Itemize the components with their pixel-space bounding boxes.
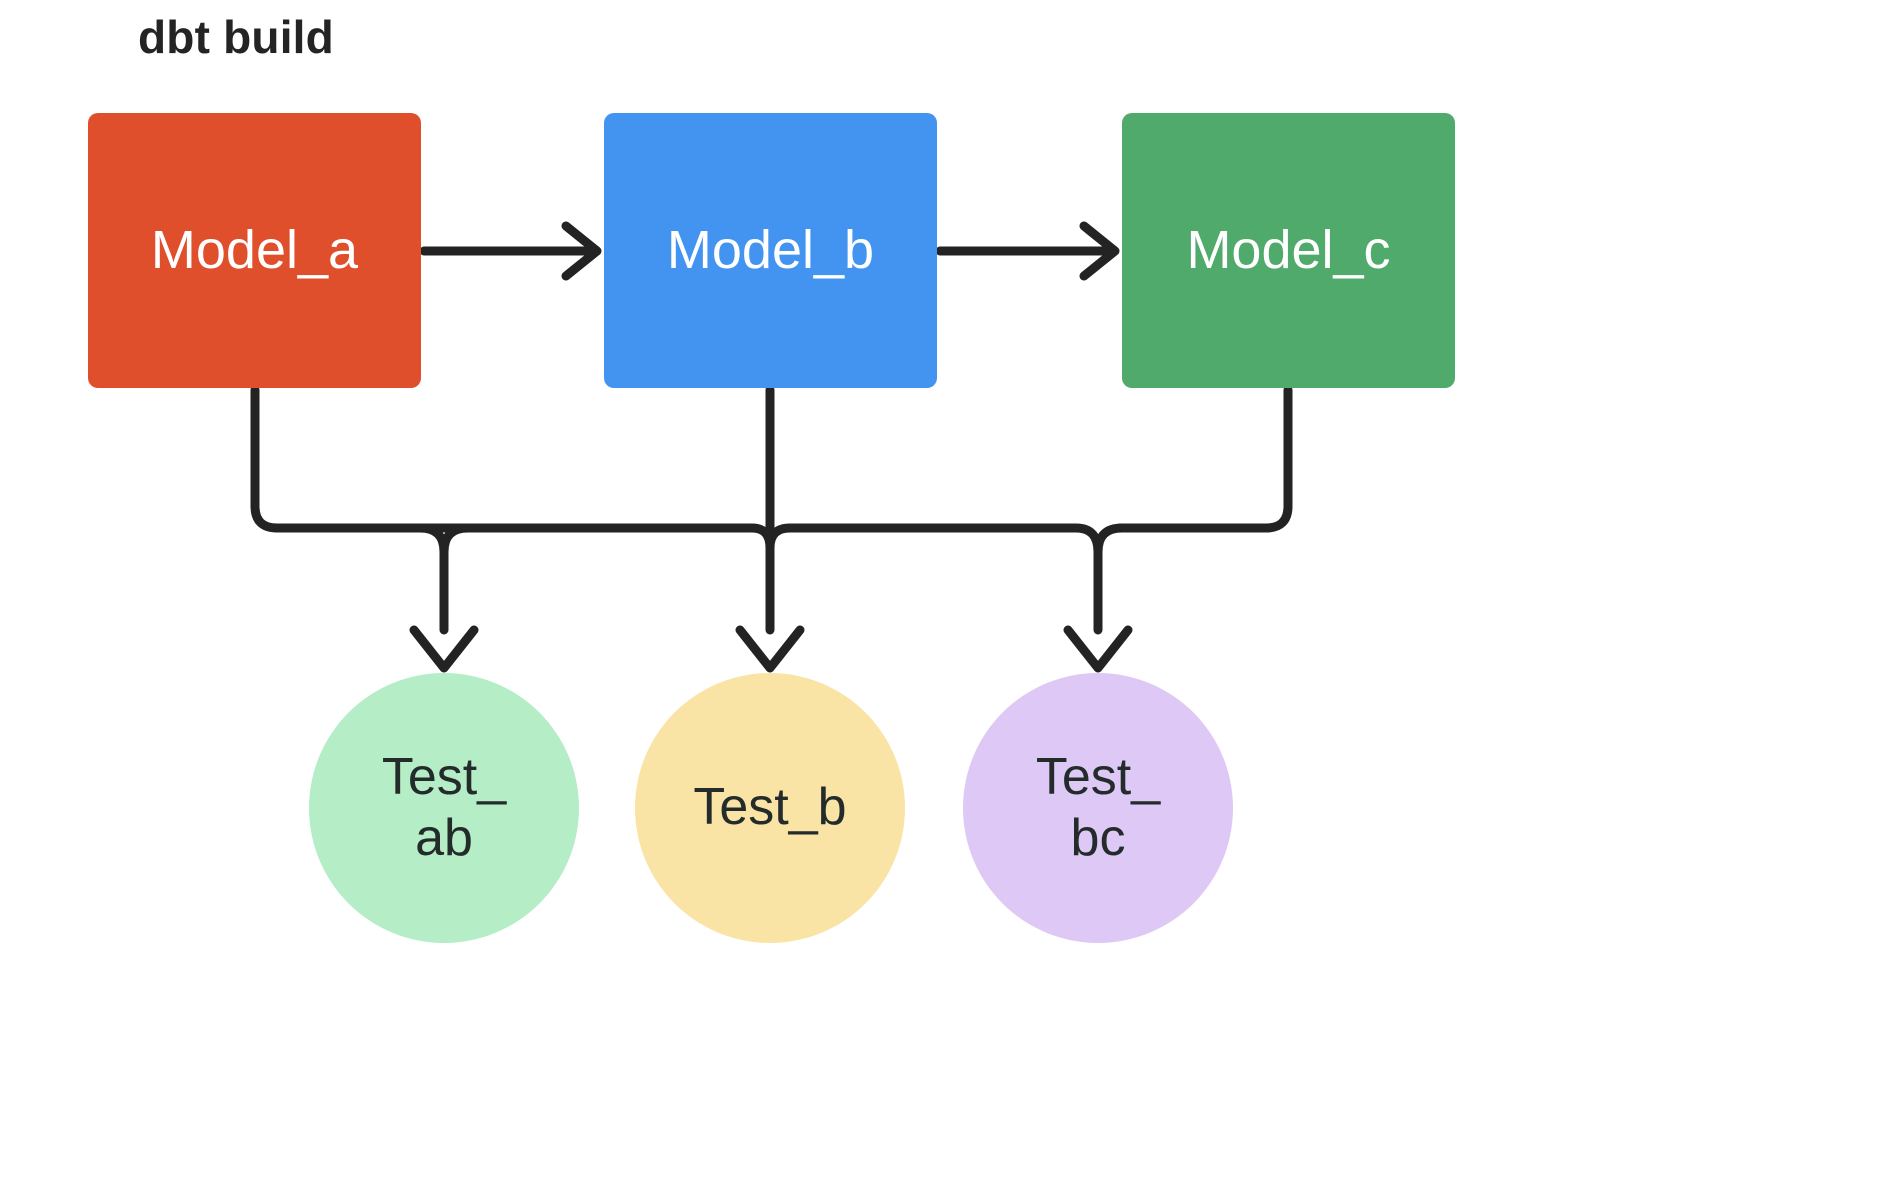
edge-junction-test-ab <box>409 523 479 673</box>
edge-model-a-to-model-b <box>419 221 602 281</box>
edge-model-b-to-test-b <box>735 385 805 673</box>
node-model-b[interactable]: Model_b <box>604 113 937 388</box>
node-model-c-label: Model_c <box>1186 220 1391 281</box>
node-test-ab[interactable]: Test_ab <box>309 673 579 943</box>
diagram-title: dbt build <box>138 11 334 63</box>
node-test-b[interactable]: Test_b <box>635 673 905 943</box>
edge-model-b-to-model-c <box>935 221 1120 281</box>
node-test-b-label: Test_b <box>693 778 847 837</box>
node-model-c[interactable]: Model_c <box>1122 113 1455 388</box>
node-test-bc-label: Test_bc <box>1035 747 1161 867</box>
node-model-a-label: Model_a <box>150 220 359 281</box>
node-model-a[interactable]: Model_a <box>88 113 421 388</box>
node-model-b-label: Model_b <box>666 220 875 281</box>
node-test-bc[interactable]: Test_bc <box>963 673 1233 943</box>
node-test-ab-label: Test_ab <box>381 747 507 867</box>
edge-model-a-to-test-ab <box>250 385 425 533</box>
edge-junction-test-bc <box>1063 523 1133 673</box>
edge-model-c-to-test-bc <box>1119 385 1293 533</box>
